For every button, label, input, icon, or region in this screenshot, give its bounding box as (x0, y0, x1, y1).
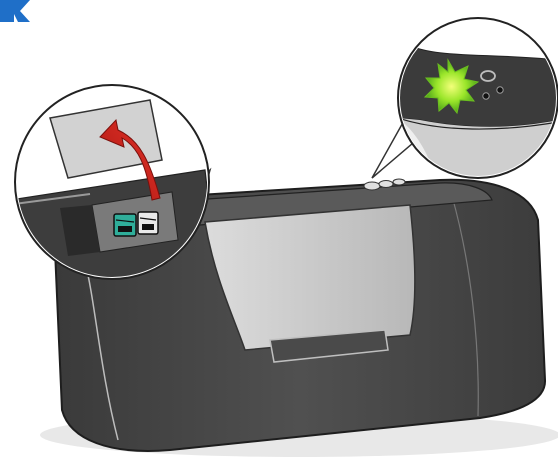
status-light-icon (423, 58, 480, 115)
corner-mark-icon (0, 0, 30, 22)
lift-arrow-icon (99, 118, 161, 201)
ink-cartridge-icon (113, 211, 159, 237)
printer-front-cover (204, 204, 416, 351)
status-light-callout (397, 17, 558, 179)
paper-exit-tray (269, 329, 389, 363)
